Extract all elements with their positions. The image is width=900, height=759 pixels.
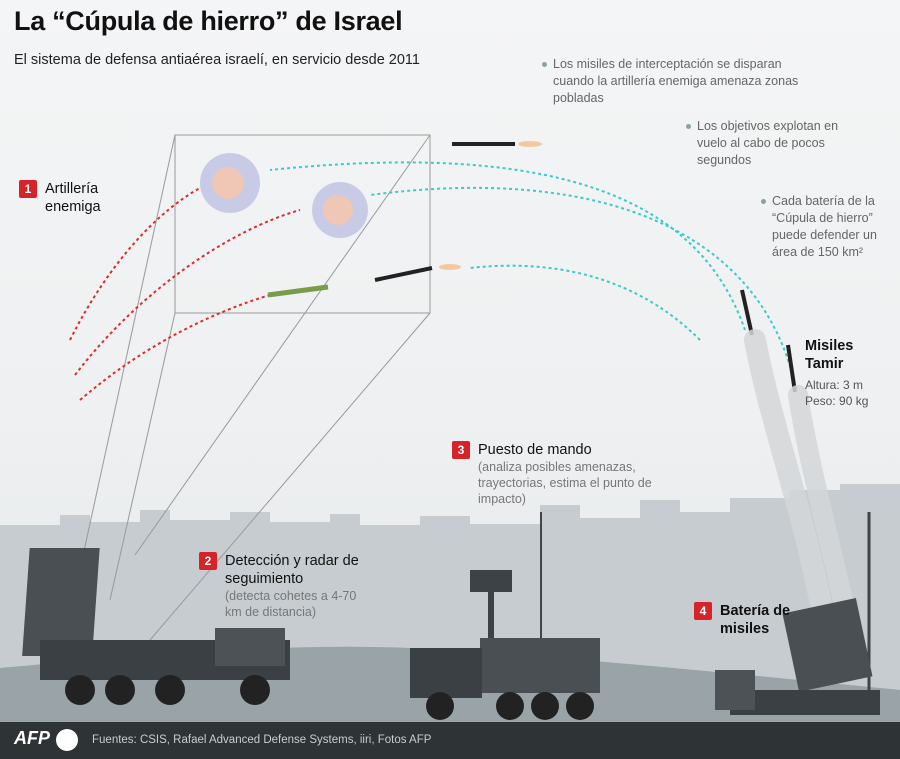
note-interceptors: Los misiles de interceptación se dispara…	[542, 56, 808, 107]
launcher-battery	[715, 597, 880, 715]
step-detail: (analiza posibles amenazas, trayectorias…	[478, 460, 652, 506]
interceptor-missile	[740, 289, 754, 336]
afp-logo: AFP	[14, 728, 50, 748]
missile-weight: Peso: 90 kg	[805, 394, 869, 408]
bullet-icon	[542, 62, 547, 67]
step-label: Artillería enemiga	[45, 181, 101, 215]
interceptor-missile	[452, 141, 542, 147]
step-number: 3	[452, 441, 470, 459]
explosion	[212, 167, 244, 199]
zoom-line	[81, 134, 176, 561]
illustration	[0, 134, 900, 722]
radar-truck	[22, 548, 290, 705]
bullet-icon	[686, 124, 691, 129]
step-radar: 2 Detección y radar de seguimiento (dete…	[199, 552, 385, 620]
interceptor-trail	[269, 161, 746, 331]
step-enemy-artillery: 1 Artillería enemiga	[19, 180, 125, 216]
zoom-line	[109, 312, 176, 601]
missile-info: Misiles Tamir Altura: 3 m Peso: 90 kg	[805, 337, 895, 409]
note-coverage: Cada batería de la “Cúpula de hierro” pu…	[761, 193, 897, 261]
step-number: 2	[199, 552, 217, 570]
enemy-trail	[79, 294, 271, 401]
footer-bar	[0, 722, 900, 759]
step-label: Puesto de mando	[478, 442, 592, 458]
zoom-line	[149, 312, 431, 641]
page-subtitle: El sistema de defensa antiaérea israelí,…	[14, 52, 420, 68]
command-truck	[410, 570, 600, 720]
note-explosion: Los objetivos explotan en vuelo al cabo …	[686, 118, 867, 169]
zoom-box	[174, 134, 431, 314]
step-command-post: 3 Puesto de mando (analiza posibles amen…	[452, 441, 673, 507]
smoke-trail	[744, 329, 831, 611]
step-label: Detección y radar de seguimiento	[225, 553, 359, 587]
missile-name: Misiles Tamir	[805, 338, 854, 372]
enemy-rocket	[267, 284, 329, 298]
step-number: 4	[694, 602, 712, 620]
missile-height: Altura: 3 m	[805, 378, 864, 392]
explosion	[323, 195, 353, 225]
zoom-line	[134, 134, 431, 556]
interceptor-trail	[469, 264, 701, 341]
afp-logo-icon	[56, 729, 78, 751]
interceptor-missile	[374, 264, 461, 282]
bullet-icon	[761, 199, 766, 204]
enemy-trail	[74, 209, 301, 376]
step-number: 1	[19, 180, 37, 198]
smoke-trail	[788, 385, 855, 620]
interceptor-trail	[369, 186, 796, 386]
interceptor-missile	[786, 344, 797, 393]
enemy-trail	[69, 187, 201, 341]
step-battery: 4 Batería de misiles	[694, 602, 800, 638]
sources-text: Fuentes: CSIS, Rafael Advanced Defense S…	[92, 734, 432, 746]
step-label: Batería de misiles	[720, 603, 791, 637]
step-detail: (detecta cohetes a 4-70 km de distancia)	[225, 589, 357, 619]
page-title: La “Cúpula de hierro” de Israel	[14, 6, 403, 36]
